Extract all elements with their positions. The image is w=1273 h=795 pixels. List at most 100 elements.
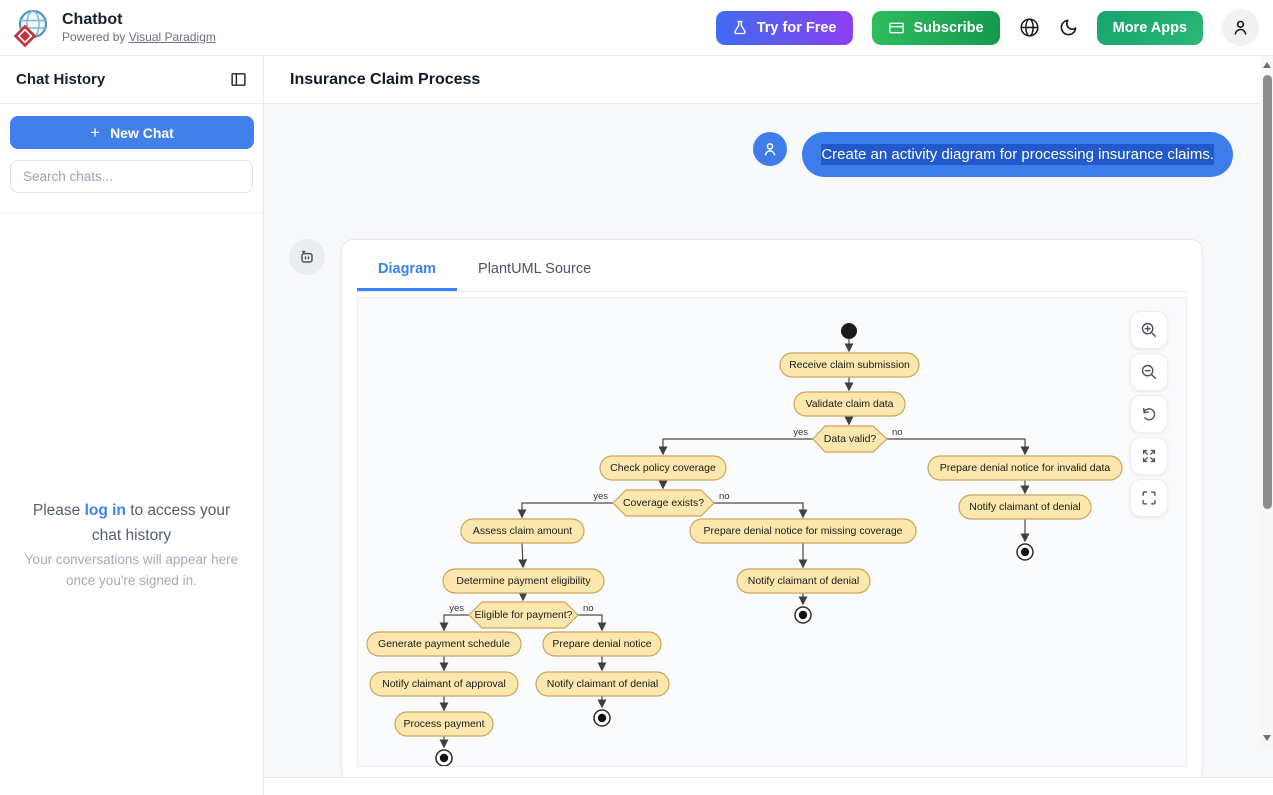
svg-text:no: no bbox=[719, 491, 730, 502]
activity-node: Prepare denial notice for invalid data bbox=[927, 455, 1123, 481]
end-node bbox=[593, 709, 611, 727]
activity-node: Notify claimant of denial bbox=[958, 494, 1092, 520]
edges bbox=[439, 339, 1030, 749]
tabs: Diagram PlantUML Source bbox=[357, 252, 1187, 292]
activity-node: Process payment bbox=[394, 711, 494, 737]
activity-node: Generate payment schedule bbox=[366, 631, 522, 657]
activity-node: Validate claim data bbox=[793, 391, 906, 417]
login-prompt: Please log in to access your chat histor… bbox=[0, 498, 263, 592]
decision-node: Coverage exists? bbox=[612, 489, 715, 517]
log-in-link[interactable]: log in bbox=[84, 502, 126, 519]
user-avatar bbox=[753, 132, 788, 166]
try-for-free-button[interactable]: Try for Free bbox=[715, 10, 853, 45]
svg-text:Assess claim amount: Assess claim amount bbox=[473, 525, 572, 537]
svg-text:Determine payment eligibility: Determine payment eligibility bbox=[456, 575, 591, 587]
reset-view-button[interactable] bbox=[1130, 395, 1168, 433]
search-chats-input[interactable] bbox=[10, 160, 253, 193]
svg-text:Generate payment schedule: Generate payment schedule bbox=[378, 638, 510, 650]
activity-node: Prepare denial notice bbox=[542, 631, 662, 657]
svg-text:Notify claimant of approval: Notify claimant of approval bbox=[382, 678, 506, 690]
svg-text:no: no bbox=[892, 427, 903, 438]
vertical-scrollbar[interactable] bbox=[1261, 56, 1273, 747]
activity-node: Receive claim submission bbox=[779, 352, 920, 378]
app-title: Chatbot bbox=[62, 11, 123, 29]
bot-avatar bbox=[289, 239, 325, 275]
svg-text:Process payment: Process payment bbox=[403, 718, 484, 730]
powered-by: Powered by Visual Paradigm bbox=[62, 29, 216, 44]
decision-node: Data valid? bbox=[812, 425, 888, 453]
flask-icon bbox=[732, 19, 748, 36]
svg-text:Check policy coverage: Check policy coverage bbox=[610, 462, 716, 474]
sidebar-toggle-icon[interactable] bbox=[230, 71, 247, 88]
svg-text:yes: yes bbox=[449, 603, 464, 614]
svg-text:Receive claim submission: Receive claim submission bbox=[789, 359, 910, 371]
start-node bbox=[841, 323, 857, 339]
svg-text:Coverage exists?: Coverage exists? bbox=[623, 497, 704, 509]
conversation-header: Insurance Claim Process bbox=[264, 56, 1273, 104]
svg-text:yes: yes bbox=[793, 427, 808, 438]
activity-node: Assess claim amount bbox=[460, 518, 585, 544]
user-message-bubble: Create an activity diagram for processin… bbox=[802, 132, 1233, 177]
app-header: Chatbot Powered by Visual Paradigm Try f… bbox=[0, 0, 1273, 56]
plus-icon: + bbox=[90, 122, 101, 142]
svg-text:Prepare denial notice: Prepare denial notice bbox=[552, 638, 651, 650]
svg-text:no: no bbox=[583, 603, 594, 614]
activity-node: Check policy coverage bbox=[599, 455, 727, 481]
svg-text:Prepare denial notice for miss: Prepare denial notice for missing covera… bbox=[703, 525, 902, 537]
diagram-viewport[interactable]: yes no yes no yes no bbox=[357, 297, 1187, 767]
globe-icon bbox=[1019, 17, 1040, 38]
activity-diagram: yes no yes no yes no bbox=[366, 323, 1123, 766]
end-node bbox=[794, 606, 812, 624]
end-node bbox=[435, 749, 453, 766]
user-icon bbox=[1231, 18, 1250, 37]
svg-text:Eligible for payment?: Eligible for payment? bbox=[474, 609, 572, 621]
login-hint: Your conversations will appear here once… bbox=[24, 552, 239, 589]
svg-text:yes: yes bbox=[593, 491, 608, 502]
account-avatar-button[interactable] bbox=[1222, 9, 1259, 46]
svg-text:Notify claimant of denial: Notify claimant of denial bbox=[969, 501, 1080, 513]
zoom-in-button[interactable] bbox=[1130, 311, 1168, 349]
conversation-title: Insurance Claim Process bbox=[290, 70, 481, 88]
visual-paradigm-logo bbox=[12, 7, 52, 49]
bot-message-row: Diagram PlantUML Source bbox=[289, 239, 1273, 777]
brand: Chatbot Powered by Visual Paradigm bbox=[12, 7, 216, 49]
diagram-card: Diagram PlantUML Source bbox=[341, 239, 1203, 777]
moon-icon bbox=[1059, 18, 1078, 37]
more-apps-button[interactable]: More Apps bbox=[1096, 10, 1203, 45]
activity-node: Notify claimant of denial bbox=[736, 568, 871, 594]
svg-text:Data valid?: Data valid? bbox=[824, 433, 877, 445]
activity-node: Prepare denial notice for missing covera… bbox=[689, 518, 917, 544]
activity-node: Notify claimant of approval bbox=[369, 671, 519, 697]
activity-node: Determine payment eligibility bbox=[442, 568, 605, 594]
zoom-out-button[interactable] bbox=[1130, 353, 1168, 391]
visual-paradigm-link[interactable]: Visual Paradigm bbox=[128, 29, 216, 44]
edge-labels: yes no yes no yes no bbox=[449, 427, 902, 614]
scroll-down-arrow[interactable] bbox=[1263, 735, 1271, 741]
robot-icon bbox=[297, 247, 317, 267]
svg-text:Notify claimant of denial: Notify claimant of denial bbox=[748, 575, 859, 587]
selected-text: Create an activity diagram for processin… bbox=[821, 144, 1214, 165]
chat-area: Create an activity diagram for processin… bbox=[264, 104, 1273, 777]
chat-history-title: Chat History bbox=[16, 71, 106, 88]
svg-text:Notify claimant of denial: Notify claimant of denial bbox=[547, 678, 658, 690]
svg-text:Validate claim data: Validate claim data bbox=[806, 398, 894, 410]
user-message-row: Create an activity diagram for processin… bbox=[264, 132, 1233, 177]
user-icon bbox=[761, 140, 779, 158]
subscribe-button[interactable]: Subscribe bbox=[871, 10, 1000, 45]
new-chat-button[interactable]: + New Chat bbox=[10, 116, 254, 149]
svg-text:Prepare denial notice for inva: Prepare denial notice for invalid data bbox=[940, 462, 1111, 474]
decision-node: Eligible for payment? bbox=[468, 601, 579, 629]
scroll-up-arrow[interactable] bbox=[1263, 62, 1271, 68]
sidebar-divider bbox=[0, 212, 263, 213]
fullscreen-button[interactable] bbox=[1130, 479, 1168, 517]
expand-button[interactable] bbox=[1130, 437, 1168, 475]
diagram-toolbar bbox=[1130, 311, 1168, 517]
language-globe-button[interactable] bbox=[1019, 17, 1040, 38]
activity-node: Notify claimant of denial bbox=[535, 671, 670, 697]
scrollbar-thumb[interactable] bbox=[1262, 75, 1272, 509]
credit-card-icon bbox=[888, 20, 905, 36]
end-node bbox=[1016, 543, 1034, 561]
dark-mode-button[interactable] bbox=[1059, 18, 1078, 37]
tab-diagram[interactable]: Diagram bbox=[357, 252, 458, 291]
tab-plantuml-source[interactable]: PlantUML Source bbox=[478, 261, 592, 277]
